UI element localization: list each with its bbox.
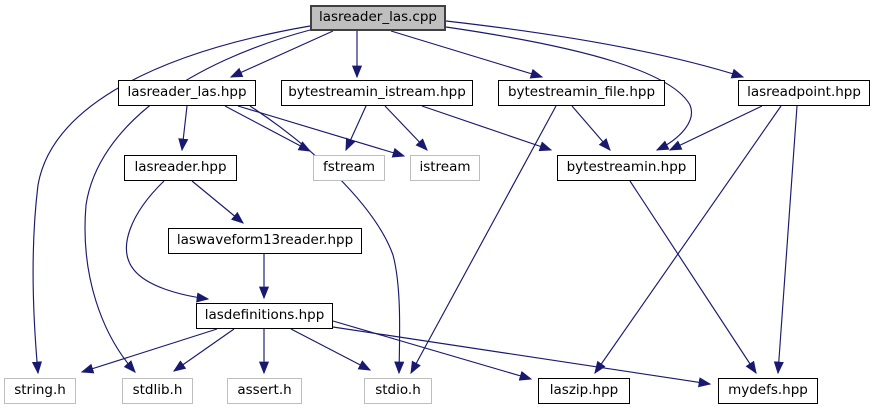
node-bytestreamin-istream-hpp[interactable]: bytestreamin_istream.hpp xyxy=(281,80,473,106)
edge-lasdefinitions-hpp-to-mydefs-hpp xyxy=(332,326,712,388)
node-stdio-h: stdio.h xyxy=(364,378,432,404)
node-assert-h: assert.h xyxy=(227,378,302,404)
node-lasdefinitions-hpp[interactable]: lasdefinitions.hpp xyxy=(196,303,333,329)
node-fstream: fstream xyxy=(313,155,385,181)
edge-lasreader-las-cpp-to-lasreader-las-hpp xyxy=(229,30,334,78)
node-lasreader-hpp[interactable]: lasreader.hpp xyxy=(124,155,237,181)
edge-lasdefinitions-hpp-to-stdlib-h xyxy=(172,328,235,372)
edge-lasreadpoint-hpp-to-mydefs-hpp xyxy=(773,105,798,375)
node-istream: istream xyxy=(410,155,480,181)
node-stdlib-h: stdlib.h xyxy=(122,378,193,404)
edge-lasreader-hpp-to-lasdefinitions-hpp xyxy=(125,180,210,303)
edge-lasreadpoint-hpp-to-bytestreamin-hpp xyxy=(668,105,763,151)
edge-lasreader-las-hpp-to-istream xyxy=(237,105,406,158)
node-string-h: string.h xyxy=(4,378,76,404)
edge-lasdefinitions-hpp-to-string-h xyxy=(80,328,218,374)
node-lasreader-las-hpp[interactable]: lasreader_las.hpp xyxy=(118,80,256,106)
edge-bytestreamin-istream-hpp-to-fstream xyxy=(345,105,367,152)
node-bytestreamin-file-hpp[interactable]: bytestreamin_file.hpp xyxy=(498,80,665,106)
edge-lasreader-las-cpp-to-string-h xyxy=(31,25,311,375)
edge-bytestreamin-istream-hpp-to-istream xyxy=(384,105,428,151)
node-mydefs-hpp[interactable]: mydefs.hpp xyxy=(718,378,818,404)
edge-bytestreamin-file-hpp-to-bytestreamin-hpp xyxy=(571,105,611,151)
edge-lasdefinitions-hpp-to-laszip-hpp xyxy=(332,320,533,381)
edge-lasreadpoint-hpp-to-laszip-hpp xyxy=(594,105,782,375)
edge-lasreader-las-cpp-to-bytestreamin-file-hpp xyxy=(390,30,544,79)
node-laszip-hpp[interactable]: laszip.hpp xyxy=(538,378,630,404)
edge-lasdefinitions-hpp-to-stdio-h xyxy=(290,328,372,371)
node-lasreader-las-cpp: lasreader_las.cpp xyxy=(310,5,446,31)
node-laswaveform13reader-hpp[interactable]: laswaveform13reader.hpp xyxy=(168,228,362,254)
node-lasreadpoint-hpp[interactable]: lasreadpoint.hpp xyxy=(738,80,870,106)
edge-bytestreamin-istream-hpp-to-bytestreamin-hpp xyxy=(421,105,553,152)
edge-bytestreamin-hpp-to-mydefs-hpp xyxy=(629,180,757,375)
node-bytestreamin-hpp[interactable]: bytestreamin.hpp xyxy=(557,155,696,181)
edge-lasreader-las-hpp-to-lasreader-hpp xyxy=(178,105,189,152)
edge-bytestreamin-file-hpp-to-stdio-h xyxy=(410,105,557,375)
edge-lasreader-las-cpp-to-stdlib-h xyxy=(84,29,311,373)
edge-lasreader-hpp-to-laswaveform13reader-hpp xyxy=(191,180,244,224)
edge-lasreader-las-hpp-to-stdio-h xyxy=(249,105,405,375)
edge-lasreader-las-cpp-to-lasreadpoint-hpp xyxy=(445,20,745,79)
edge-lasreader-las-cpp-to-bytestreamin-hpp xyxy=(445,26,692,151)
edge-lasreader-las-hpp-to-fstream xyxy=(224,105,312,152)
